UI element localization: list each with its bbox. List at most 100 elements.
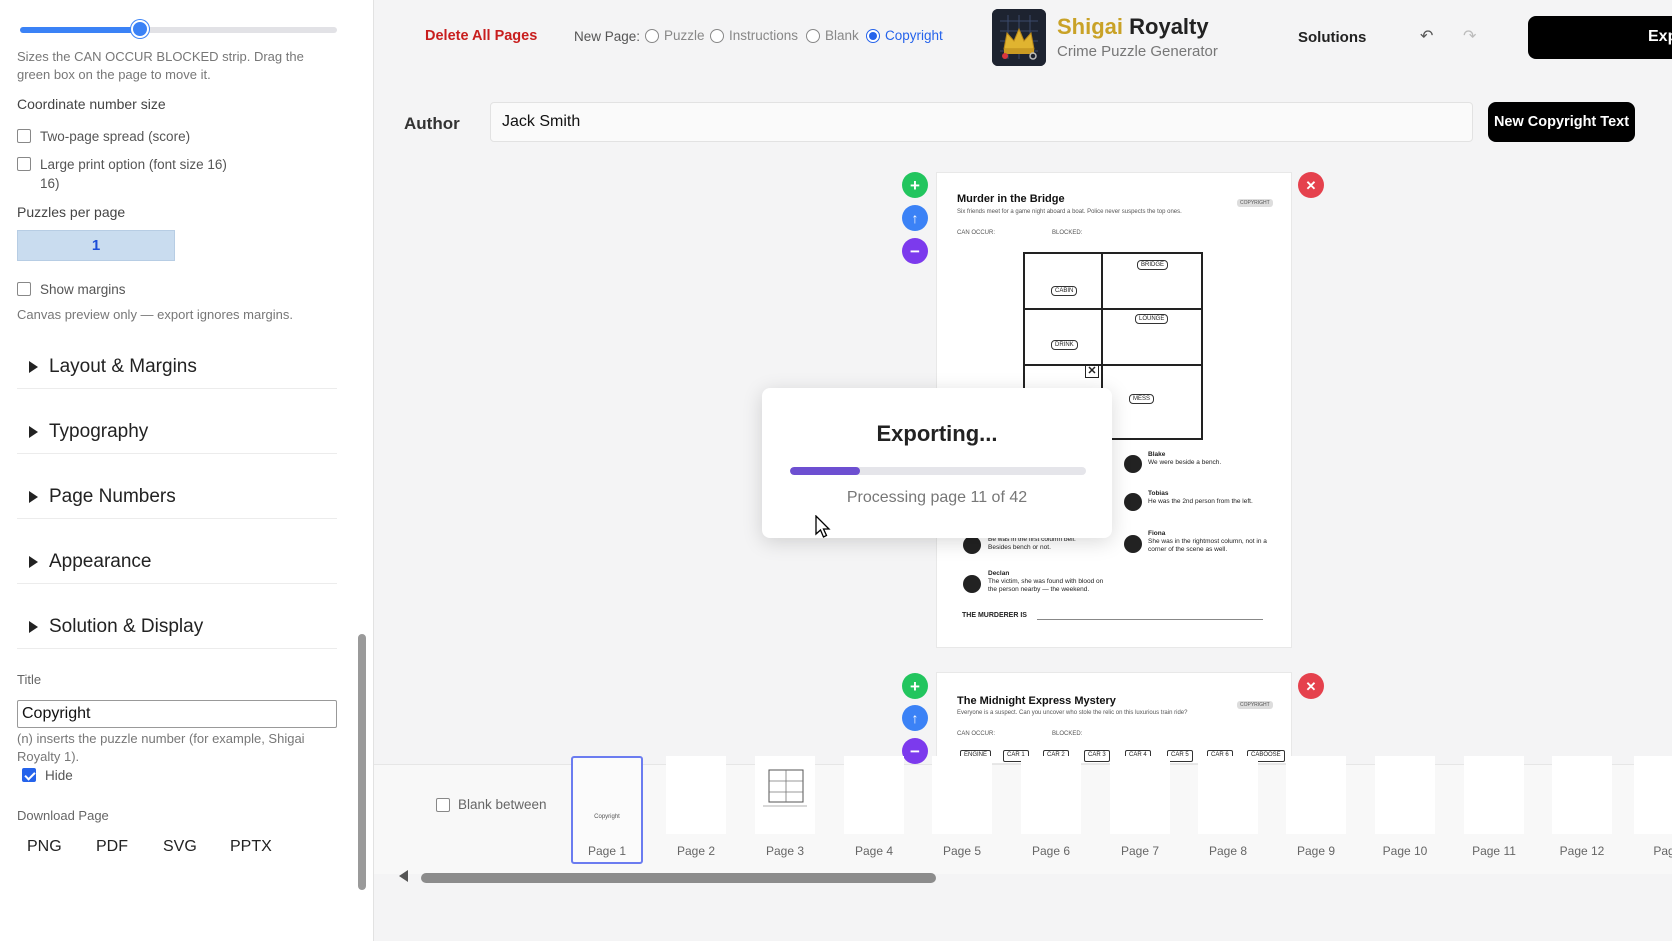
thumbnail-puzzle-image (763, 769, 807, 807)
copyright-badge: COPYRIGHT (1237, 701, 1273, 709)
sidebar-scrollbar[interactable] (358, 634, 366, 890)
thumbnail-label: Page 11 (1472, 844, 1516, 858)
brand-title: Shigai Royalty (1057, 14, 1209, 39)
puzzles-per-page-option[interactable]: 1 (17, 230, 175, 261)
page-thumbnail[interactable]: Page 8 (1192, 756, 1264, 864)
thumbnail-label: Page 8 (1208, 844, 1248, 858)
blank-between-checkbox[interactable]: Blank between (436, 796, 547, 812)
thumbnail-label: Page 6 (1031, 844, 1071, 858)
title-input[interactable] (17, 700, 337, 728)
section-solution-display[interactable]: Solution & Display (17, 605, 337, 649)
thumbnail-label: Pag (1653, 844, 1672, 858)
checkbox-box[interactable] (17, 157, 31, 171)
checkbox-box[interactable] (17, 129, 31, 143)
new-page-radio-instructions[interactable]: Instructions (710, 28, 798, 43)
undo-icon[interactable]: ↶ (1420, 28, 1434, 45)
page-intro: Everyone is a suspect. Can you uncover w… (957, 710, 1188, 716)
author-input[interactable]: Jack Smith (490, 102, 1473, 142)
thumbnail-copyright-text: Copyright (594, 814, 620, 820)
new-copyright-text-button[interactable]: New Copyright Text (1488, 102, 1635, 142)
thumbnail-preview (1198, 756, 1258, 834)
two-page-spread-checkbox[interactable]: Two-page spread (score) (17, 127, 190, 146)
redo-icon[interactable]: ↷ (1463, 28, 1477, 45)
page-thumbnail[interactable]: Page 12 (1546, 756, 1618, 864)
page-thumbnail[interactable]: Page 5 (926, 756, 998, 864)
suspect-avatar (963, 575, 981, 593)
delete-page-icon[interactable]: ✕ (1298, 172, 1324, 198)
new-page-radio-puzzle[interactable]: Puzzle (645, 28, 705, 43)
remove-puzzle-icon[interactable]: − (902, 738, 928, 764)
export-title: Exporting... (876, 421, 998, 446)
download-svg-button[interactable]: SVG (163, 838, 197, 855)
checkbox-box[interactable] (22, 768, 36, 782)
delete-page-icon[interactable]: ✕ (1298, 673, 1324, 699)
blocked-label: BLOCKED: (1052, 230, 1083, 236)
checkbox-box[interactable] (436, 798, 450, 812)
export-button[interactable]: Exp (1528, 16, 1672, 59)
copyright-badge: COPYRIGHT (1237, 199, 1273, 207)
can-occur-label: CAN OCCUR: (957, 230, 996, 236)
page-preview-2[interactable]: The Midnight Express Mystery COPYRIGHT E… (936, 672, 1292, 764)
thumbnail-label: Page 7 (1120, 844, 1160, 858)
large-print-checkbox[interactable]: Large print option (font size 16)16) (17, 155, 267, 193)
checkbox-box[interactable] (17, 282, 31, 296)
remove-puzzle-icon[interactable]: − (902, 238, 928, 264)
suspect-avatar (963, 536, 981, 554)
radio-dot[interactable] (806, 28, 820, 43)
add-page-icon[interactable]: + (902, 673, 928, 699)
hide-title-checkbox[interactable]: Hide (22, 766, 73, 785)
radio-dot[interactable] (710, 28, 724, 43)
show-margins-label: Show margins (40, 282, 126, 297)
add-page-icon[interactable]: + (902, 172, 928, 198)
section-layout-margins[interactable]: Layout & Margins (17, 345, 337, 389)
solutions-button[interactable]: Solutions (1298, 29, 1367, 46)
puzzles-per-page-label: Puzzles per page (17, 204, 126, 220)
page-thumbnail[interactable]: Page 10 (1369, 756, 1441, 864)
page-thumbnail[interactable]: Page 11 (1458, 756, 1530, 864)
scroll-left-icon[interactable] (399, 870, 408, 882)
new-page-label: New Page: (574, 29, 641, 44)
thumbnail-preview (1375, 756, 1435, 834)
section-typography[interactable]: Typography (17, 410, 337, 454)
page-intro: Six friends meet for a game night aboard… (957, 209, 1182, 215)
thumbnail-scrollbar[interactable] (421, 873, 936, 883)
page-thumbnail[interactable]: Page 6 (1015, 756, 1087, 864)
expand-triangle-icon (29, 360, 38, 373)
download-png-button[interactable]: PNG (27, 838, 62, 855)
delete-all-pages-button[interactable]: Delete All Pages (425, 28, 538, 44)
crown-logo-icon (992, 9, 1046, 66)
page-thumbnail[interactable]: Page 2 (660, 756, 732, 864)
two-page-spread-label: Two-page spread (score) (40, 129, 191, 144)
page-thumbnail[interactable]: Page 9 (1280, 756, 1352, 864)
strip-size-slider[interactable] (20, 20, 337, 38)
slider-thumb[interactable] (131, 20, 150, 38)
new-page-radio-blank[interactable]: Blank (806, 28, 859, 43)
section-page-numbers[interactable]: Page Numbers (17, 475, 337, 519)
thumbnail-preview (1464, 756, 1524, 834)
page-thumbnail[interactable]: Page 3 (749, 756, 821, 864)
page-thumbnail[interactable]: Pag (1628, 756, 1672, 864)
hide-label: Hide (45, 768, 73, 783)
download-pptx-button[interactable]: PPTX (230, 838, 272, 855)
page-thumbnail[interactable]: Page 4 (838, 756, 910, 864)
thumbnail-preview (844, 756, 904, 834)
radio-dot[interactable] (866, 28, 880, 43)
download-pdf-button[interactable]: PDF (96, 838, 128, 855)
radio-dot[interactable] (645, 28, 659, 43)
page-thumbnail[interactable]: Page 7 (1104, 756, 1176, 864)
author-label: Author (404, 114, 460, 133)
thumbnail-preview (1634, 756, 1672, 834)
coordinate-size-label: Coordinate number size (17, 96, 166, 112)
show-margins-checkbox[interactable]: Show margins (17, 280, 126, 299)
page-title: Murder in the Bridge (957, 193, 1065, 205)
section-appearance[interactable]: Appearance (17, 540, 337, 584)
blank-between-label: Blank between (458, 796, 547, 812)
new-page-radio-copyright[interactable]: Copyright (866, 28, 943, 43)
move-up-icon[interactable]: ↑ (902, 705, 928, 731)
suspect-avatar (1124, 493, 1142, 511)
move-up-icon[interactable]: ↑ (902, 205, 928, 231)
settings-sidebar: Sizes the CAN OCCUR BLOCKED strip. Drag … (0, 0, 374, 941)
